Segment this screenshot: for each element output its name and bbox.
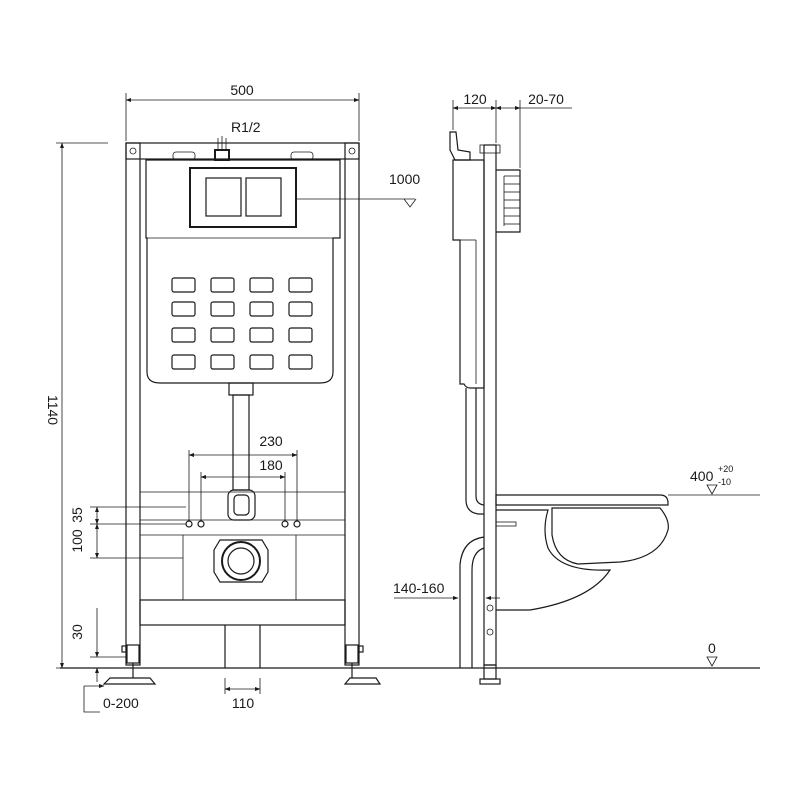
- water-inlet-valve: [214, 136, 230, 161]
- seat-height-label: 400: [690, 468, 714, 484]
- drain-offset-label: 140-160: [393, 580, 445, 596]
- frame-top-bar: [125, 142, 360, 160]
- wall-hung-toilet: [495, 494, 669, 611]
- bolt-vertical-dimension: 100: [69, 529, 85, 553]
- bolt-offset-dimension: 35: [69, 507, 85, 523]
- cistern-tank: [145, 159, 341, 384]
- width-dimension: 500: [230, 82, 254, 98]
- wall-range-dimension: 20-70: [528, 91, 564, 107]
- inner-bolt-spacing: 180: [259, 457, 283, 473]
- cistern-rib-grid: [171, 277, 313, 370]
- side-drain-bend: [459, 536, 485, 668]
- floor-level-label: 0: [708, 640, 716, 656]
- outer-bolt-spacing: 230: [259, 433, 283, 449]
- inlet-size-label: R1/2: [231, 119, 261, 135]
- drain-connection: [213, 539, 269, 583]
- mounting-bolt-holes: [185, 520, 301, 528]
- side-down-pipe: [465, 388, 484, 515]
- side-flush-plate: [496, 169, 521, 233]
- height-dimension: 1140: [45, 395, 61, 425]
- frame-feet: [102, 644, 382, 685]
- side-frame-post: [483, 144, 497, 666]
- depth-dimension: 120: [463, 91, 487, 107]
- flush-button-left: [205, 177, 242, 217]
- side-view: 120 20-70 400 +20 -10 140-160 0: [393, 91, 760, 685]
- actuator-height-label: 1000: [389, 171, 420, 187]
- seat-tolerance-minus: -10: [718, 477, 731, 487]
- foot-height-dimension: 30: [69, 624, 85, 640]
- foot-adjust-label: 0-200: [103, 695, 139, 711]
- front-view: 500 1140 R1/2 1000 230 180 35 100: [45, 82, 420, 713]
- drain-width-dimension: 110: [232, 695, 255, 711]
- flush-pipe: [228, 382, 254, 396]
- side-cistern: [452, 159, 485, 389]
- frame-bottom-bar: [139, 599, 346, 626]
- frame-right-upright: [344, 142, 360, 666]
- flush-button-right: [245, 177, 282, 217]
- flush-plate-frame: [189, 167, 297, 228]
- seat-tolerance-plus: +20: [718, 464, 733, 474]
- frame-left-upright: [125, 142, 141, 666]
